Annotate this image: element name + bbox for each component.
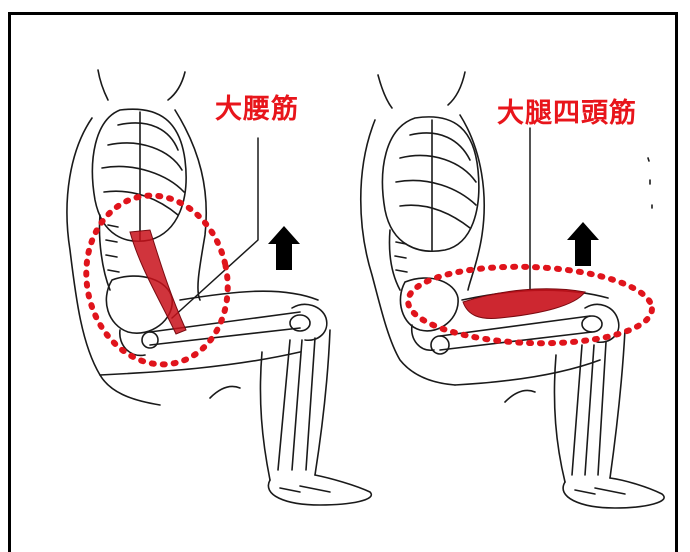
left-figure — [67, 70, 371, 505]
quadriceps-muscle — [463, 289, 585, 319]
quadriceps-label: 大腿四頭筋 — [497, 91, 637, 130]
psoas-label: 大腰筋 — [215, 87, 299, 126]
right-figure — [361, 72, 664, 508]
curved-arrow-icon — [505, 390, 535, 402]
psoas-muscle — [130, 230, 186, 334]
anatomy-illustration — [0, 0, 690, 538]
up-arrow-icon — [268, 226, 300, 270]
curved-arrow-icon — [210, 386, 240, 398]
up-arrow-icon — [567, 222, 599, 266]
